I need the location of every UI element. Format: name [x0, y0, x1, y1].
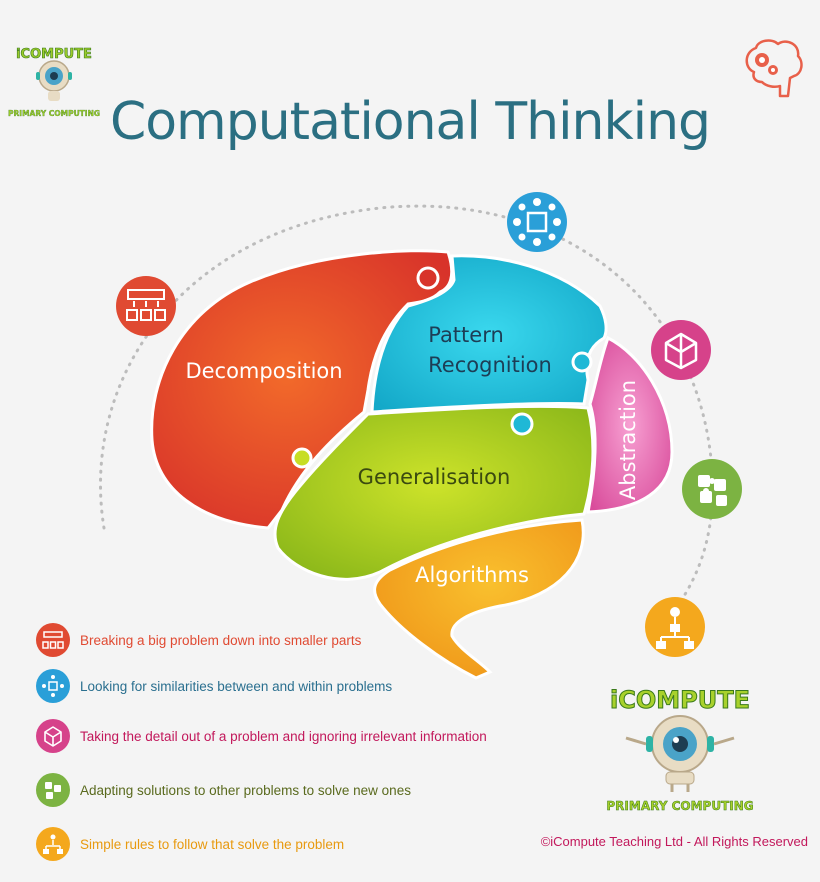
- copyright-notice: ©iCompute Teaching Ltd - All Rights Rese…: [540, 834, 808, 849]
- legend-item-algorithms: Simple rules to follow that solve the pr…: [36, 824, 344, 864]
- generalisation-label: Generalisation: [358, 465, 511, 489]
- abstraction-lobe: [586, 335, 674, 514]
- legend-item-generalisation: Adapting solutions to other problems to …: [36, 770, 411, 810]
- legend-text: Looking for similarities between and wit…: [80, 678, 393, 694]
- legend-text: Simple rules to follow that solve the pr…: [80, 836, 345, 852]
- svg-text:iCOMPUTE: iCOMPUTE: [16, 47, 92, 62]
- generalisation-lobe: [273, 404, 595, 581]
- svg-text:PRIMARY COMPUTING: PRIMARY COMPUTING: [606, 799, 753, 813]
- legend-item-pattern-recognition: Looking for similarities between and wit…: [36, 666, 392, 706]
- decomposition-icon: [116, 276, 176, 336]
- pattern-recognition-icon: [36, 669, 70, 703]
- algorithms-lobe: [373, 518, 585, 680]
- svg-text:PRIMARY COMPUTING: PRIMARY COMPUTING: [8, 109, 100, 118]
- legend-item-abstraction: Taking the detail out of a problem and i…: [36, 716, 487, 756]
- brain-gears-icon: [745, 39, 803, 98]
- pattern-recognition-lobe: [370, 254, 608, 414]
- legend-item-decomposition: Breaking a big problem down into smaller…: [36, 620, 361, 660]
- abstraction-icon: [651, 320, 711, 380]
- generalisation-icon: [682, 459, 742, 519]
- algorithms-icon: [645, 597, 705, 657]
- legend-text: Taking the detail out of a problem and i…: [80, 728, 487, 744]
- page-title: Computational Thinking: [109, 92, 711, 152]
- abstraction-label: Abstraction: [616, 380, 640, 500]
- legend-text: Breaking a big problem down into smaller…: [80, 632, 362, 648]
- pattern-recognition-icon: [507, 192, 567, 252]
- icompute-logo-large: iCOMPUTE PRIMARY COMPUTING: [606, 686, 754, 814]
- decomposition-icon: [36, 623, 70, 657]
- legend-text: Adapting solutions to other problems to …: [80, 782, 411, 798]
- orbit-arc: [99, 204, 715, 598]
- generalisation-icon: [36, 773, 70, 807]
- recognition-label: Recognition: [428, 353, 552, 377]
- icompute-logo-small: iCOMPUTE PRIMARY COMPUTING: [8, 47, 100, 118]
- abstraction-icon: [36, 719, 70, 753]
- svg-text:iCOMPUTE: iCOMPUTE: [610, 686, 750, 714]
- algorithms-label: Algorithms: [415, 563, 529, 587]
- pattern-label: Pattern: [428, 323, 504, 347]
- decomposition-label: Decomposition: [185, 359, 342, 383]
- algorithms-icon: [36, 827, 70, 861]
